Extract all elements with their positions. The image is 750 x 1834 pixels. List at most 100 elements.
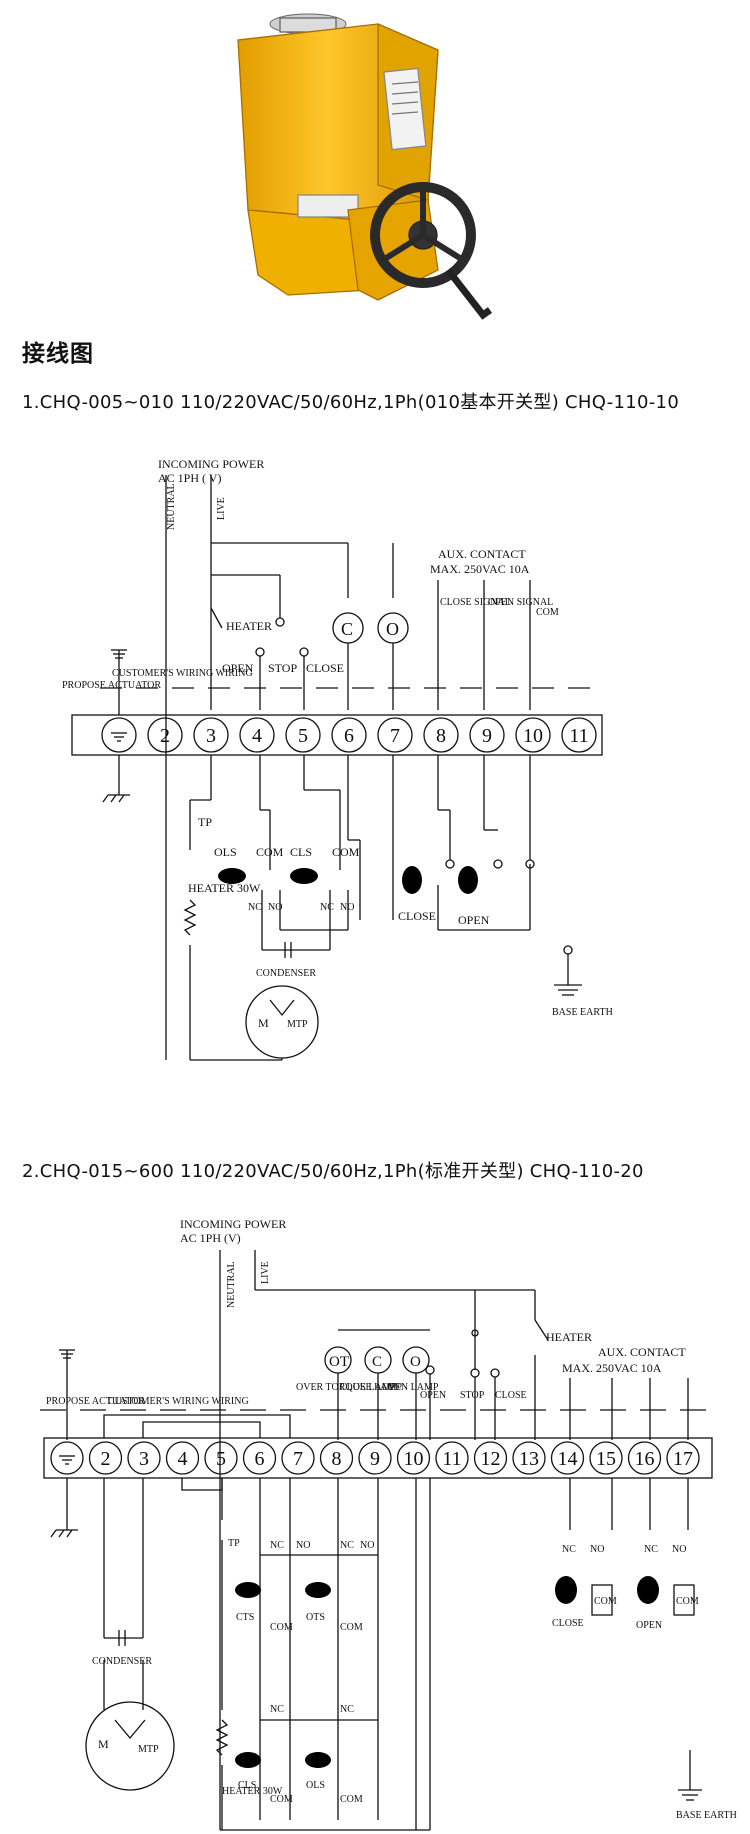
d2-propose-actuator: PROPOSE ACTUATOR <box>46 1396 145 1407</box>
d1-ac-1ph: AC 1PH ( V) <box>158 471 221 485</box>
d1-ols-nc: NC <box>248 902 262 913</box>
d2-open: OPEN <box>420 1390 446 1401</box>
d2-cts-no: NO <box>296 1540 310 1551</box>
diagram2-terminal-16 <box>627 1441 662 1475</box>
diagram1-terminal-11 <box>561 717 597 753</box>
diagram1-terminal-3 <box>193 717 229 753</box>
diagram2-terminal-14 <box>550 1441 585 1475</box>
diagram2-terminal-label-8: 8 <box>332 1448 342 1470</box>
d1-heater: HEATER <box>226 619 272 633</box>
d2-open-lamp: OPEN LAMP <box>382 1382 439 1393</box>
d2-aux1-nc: NC <box>562 1544 576 1555</box>
d2-stop: STOP <box>460 1390 485 1401</box>
diagram1-terminal-8 <box>423 717 459 753</box>
diagram2-terminal-7 <box>281 1441 315 1475</box>
diagram2-terminal-label-11: 11 <box>442 1448 461 1470</box>
d2-cts: CTS <box>236 1612 254 1623</box>
diagram1-terminal-2 <box>147 717 183 753</box>
diagram2-terminal-11 <box>435 1441 469 1475</box>
diagram2-terminal-label-17: 17 <box>673 1448 693 1470</box>
d1-neutral: NEUTRAL <box>166 483 177 530</box>
d2-incoming-power: INCOMING POWER <box>180 1217 286 1231</box>
diagram2-terminal-label-9: 9 <box>370 1448 380 1470</box>
d2-over-torque-lamp: OVER TORQUE LAMP <box>296 1382 397 1393</box>
d2-aux2-com: COM <box>676 1596 699 1607</box>
diagram2-terminal-label-12: 12 <box>481 1448 501 1470</box>
diagram2-terminal-label-4: 4 <box>178 1448 188 1470</box>
d2-aux-close: CLOSE <box>552 1618 584 1629</box>
diagram1-terminal-label-5: 5 <box>298 725 308 747</box>
diagram1-caption: 1.CHQ-005~010 110/220VAC/50/60Hz,1Ph(010… <box>22 392 680 413</box>
diagram1-terminal-7 <box>377 717 413 753</box>
diagram2-terminal-1 <box>50 1441 84 1475</box>
d1-live: LIVE <box>216 497 227 520</box>
diagram2-terminal-label-5: 5 <box>216 1448 226 1470</box>
d2-heater: HEATER <box>546 1330 592 1344</box>
d1-aux-close: CLOSE <box>398 909 436 923</box>
diagram1-terminal-6 <box>331 717 367 753</box>
diagram2-terminal-4 <box>165 1441 200 1475</box>
diagram2-terminal-15 <box>589 1441 623 1475</box>
d2-cls: CLS <box>238 1780 256 1791</box>
diagram1-terminal-label-11: 11 <box>569 725 588 747</box>
d1-stop: STOP <box>268 661 297 675</box>
diagram2-terminal-8 <box>319 1441 354 1475</box>
d2-mtp: MTP <box>138 1744 159 1755</box>
d1-tp: TP <box>198 815 212 829</box>
diagram2-terminal-6 <box>242 1441 277 1475</box>
d2-ots-nc: NC <box>340 1540 354 1551</box>
d1-motor-m: M <box>258 1016 269 1030</box>
d2-live: LIVE <box>260 1261 271 1284</box>
d2-ols: OLS <box>306 1780 325 1791</box>
d2-ols-com: COM <box>340 1794 363 1805</box>
diagram1-terminal-1 <box>101 717 137 753</box>
diagram2-terminal-label-2: 2 <box>101 1448 111 1470</box>
d2-max-rating: MAX. 250VAC 10A <box>562 1361 662 1375</box>
d1-close: CLOSE <box>306 661 344 675</box>
wiring-diagram-heading: 接线图 <box>22 341 94 367</box>
d2-aux1-no: NO <box>590 1544 604 1555</box>
diagram2-terminal-label-13: 13 <box>519 1448 539 1470</box>
d2-close: CLOSE <box>495 1390 527 1401</box>
d2-motor-m: M <box>98 1737 109 1751</box>
d1-open-signal: OPEN SIGNAL <box>488 597 553 608</box>
diagram2-terminal-10 <box>396 1441 431 1475</box>
d1-heater-30w: HEATER 30W <box>188 881 261 895</box>
d2-cls-nc: NC <box>270 1704 284 1715</box>
d1-cls-nc: NC <box>320 902 334 913</box>
d2-lamp-o: O <box>410 1354 421 1370</box>
diagram2-terminal-9 <box>358 1441 392 1475</box>
d1-incoming-power: INCOMING POWER <box>158 457 264 471</box>
d2-base-earth: BASE EARTH <box>676 1810 737 1821</box>
diagram1-terminal-label-3: 3 <box>206 725 216 747</box>
d2-aux1-com: COM <box>594 1596 617 1607</box>
diagram1-terminal-9 <box>469 717 505 753</box>
d1-ols-no: NO <box>268 902 282 913</box>
wiring-diagram-2: INCOMING POWER AC 1PH (V) NEUTRAL LIVE H… <box>40 1217 737 1831</box>
diagram1-terminal-label-10: 10 <box>523 725 543 747</box>
diagram2-terminal-label-14: 14 <box>558 1448 578 1470</box>
diagram2-terminal-3 <box>127 1441 161 1475</box>
diagram1-terminal-label-8: 8 <box>436 725 446 747</box>
diagram2-terminal-label-3: 3 <box>139 1448 149 1470</box>
d2-lamp-ot: OT <box>329 1354 349 1370</box>
d1-open: OPEN <box>222 661 254 675</box>
diagram2-terminal-label-6: 6 <box>255 1448 265 1470</box>
d1-cls: CLS <box>290 845 312 859</box>
d1-mtp: MTP <box>287 1019 308 1030</box>
d1-lamp-o: O <box>386 619 399 639</box>
d2-ots-no: NO <box>360 1540 374 1551</box>
d1-aux-contact: AUX. CONTACT <box>438 547 526 561</box>
d1-propose-actuator: PROPOSE ACTUATOR <box>62 680 161 691</box>
diagram1-terminal-label-9: 9 <box>482 725 492 747</box>
diagram2-caption: 2.CHQ-015~600 110/220VAC/50/60Hz,1Ph(标准开… <box>22 1161 644 1182</box>
d2-aux-open: OPEN <box>636 1620 662 1631</box>
d1-cls-no: NO <box>340 902 354 913</box>
diagram1-terminal-label-6: 6 <box>344 725 354 747</box>
d1-com-cls: COM <box>332 845 360 859</box>
diagram1-terminal-5 <box>285 717 321 753</box>
d2-cts-nc: NC <box>270 1540 284 1551</box>
d2-ac-1ph: AC 1PH (V) <box>180 1231 241 1245</box>
d2-aux2-no: NO <box>672 1544 686 1555</box>
d1-ols: OLS <box>214 845 237 859</box>
